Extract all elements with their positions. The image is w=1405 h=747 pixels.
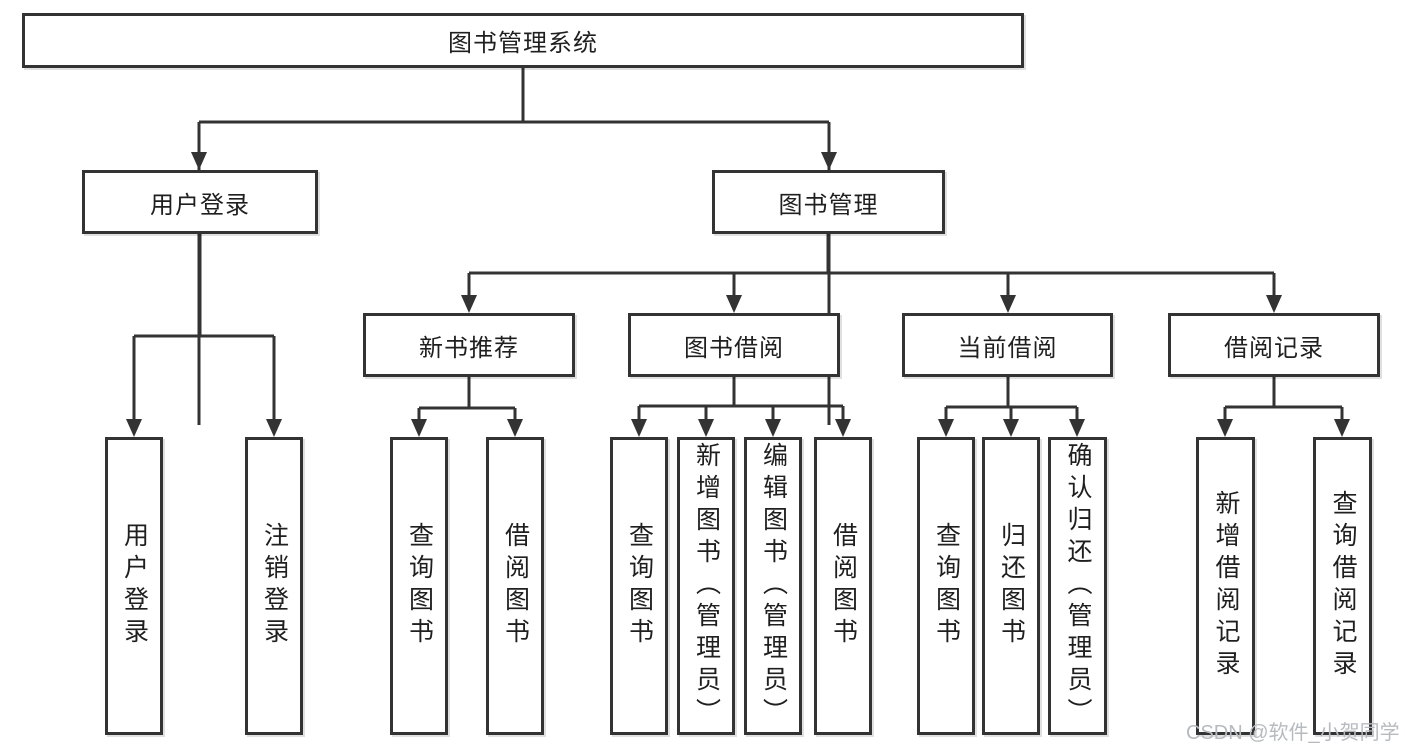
node-query-borrow-record: 查询借阅记录 xyxy=(1313,437,1372,735)
node-return-books: 归还图书 xyxy=(982,437,1040,735)
node-add-borrow-record: 新增借阅记录 xyxy=(1196,437,1255,735)
node-borrow-books-action: 借阅图书 xyxy=(814,437,872,735)
node-user-login: 用户登录 xyxy=(82,170,318,234)
node-borrowing-records: 借阅记录 xyxy=(1168,313,1380,377)
node-book-borrowing: 图书借阅 xyxy=(628,313,840,377)
node-logout-action: 注销登录 xyxy=(245,437,303,735)
node-book-management: 图书管理 xyxy=(712,170,945,234)
tree-edges xyxy=(132,66,1344,425)
node-add-books-admin: 新增图书（管理员） xyxy=(677,437,735,735)
node-current-borrowing: 当前借阅 xyxy=(902,313,1113,377)
node-borrow-books-recommend: 借阅图书 xyxy=(486,437,544,735)
node-root-library-management-system: 图书管理系统 xyxy=(22,13,1024,68)
node-query-books-recommend: 查询图书 xyxy=(390,437,448,735)
csdn-watermark: CSDN @软件_小贺同学 xyxy=(1186,722,1400,744)
node-query-books-borrow: 查询图书 xyxy=(610,437,668,735)
node-confirm-return-admin: 确认归还（管理员） xyxy=(1048,437,1107,735)
arrow-down-icons xyxy=(126,152,1350,437)
node-query-books-current: 查询图书 xyxy=(917,437,975,735)
node-new-book-recommendation: 新书推荐 xyxy=(363,313,575,377)
node-user-login-action: 用户登录 xyxy=(105,437,163,735)
node-edit-books-admin: 编辑图书（管理员） xyxy=(744,437,802,735)
